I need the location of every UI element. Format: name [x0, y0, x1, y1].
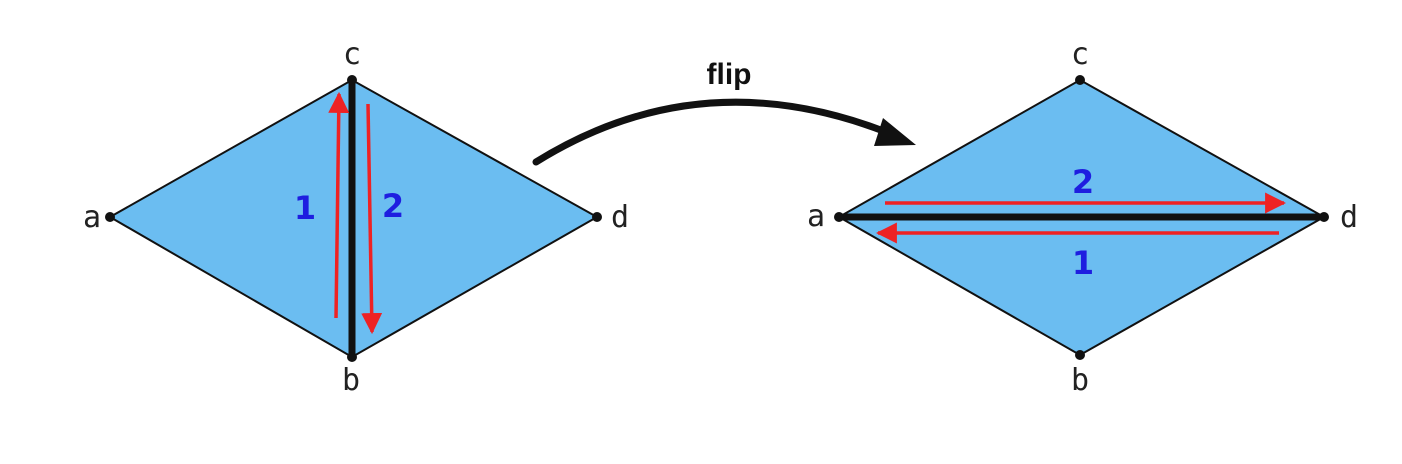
before-vertex-a-label: a	[83, 200, 101, 235]
after-vertex-a-dot	[834, 212, 844, 222]
before-vertex-d-label: d	[611, 200, 629, 235]
after-quad: 2 1 a b c d	[807, 37, 1358, 398]
before-half-edge-1-number: 1	[294, 189, 316, 227]
before-quad: 1 2 a b c d	[83, 37, 629, 398]
flip-arrow-head	[874, 118, 916, 146]
flip-label: flip	[707, 58, 752, 91]
flip-arrow	[532, 98, 890, 166]
before-vertex-c-dot	[347, 75, 357, 85]
after-vertex-c-dot	[1075, 75, 1085, 85]
before-vertex-c-label: c	[343, 37, 361, 72]
before-vertex-a-dot	[105, 212, 115, 222]
after-vertex-a-label: a	[807, 199, 825, 234]
after-vertex-b-label: b	[1071, 363, 1089, 398]
after-half-edge-2-number: 2	[1072, 163, 1094, 201]
flip-operation: flip	[532, 58, 916, 166]
after-vertex-c-label: c	[1071, 37, 1089, 72]
before-half-edge-1-arrow	[328, 91, 350, 319]
after-vertex-d-dot	[1319, 212, 1329, 222]
before-half-edge-2-arrow	[361, 103, 383, 335]
before-vertex-b-label: b	[342, 363, 360, 398]
after-vertex-b-dot	[1075, 350, 1085, 360]
after-vertex-d-label: d	[1340, 200, 1358, 235]
before-half-edge-2-number: 2	[382, 187, 404, 225]
before-vertex-b-dot	[347, 352, 357, 362]
before-vertex-d-dot	[592, 212, 602, 222]
after-half-edge-1-number: 1	[1072, 244, 1094, 282]
